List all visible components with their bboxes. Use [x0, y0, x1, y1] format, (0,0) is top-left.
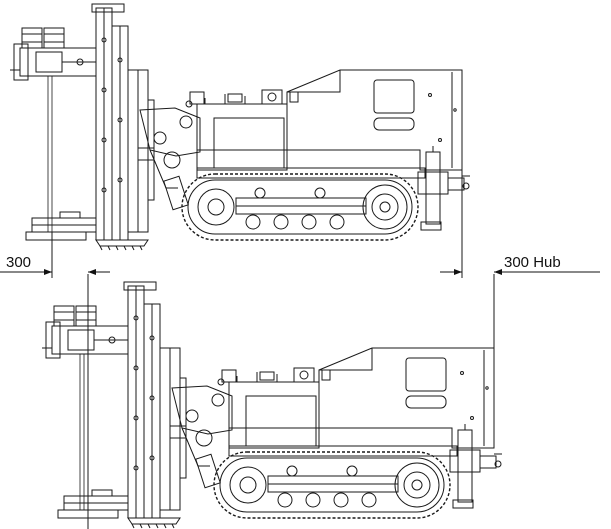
extension-lines: [51, 170, 495, 529]
dimension-right: 300 Hub: [440, 254, 600, 275]
lower-rig-drawing: [41, 281, 503, 529]
upper-rig-drawing: [9, 3, 471, 251]
dimension-left: 300: [0, 254, 110, 275]
dimension-left-label: 300: [6, 254, 31, 271]
dimension-right-label: 300 Hub: [504, 254, 561, 271]
